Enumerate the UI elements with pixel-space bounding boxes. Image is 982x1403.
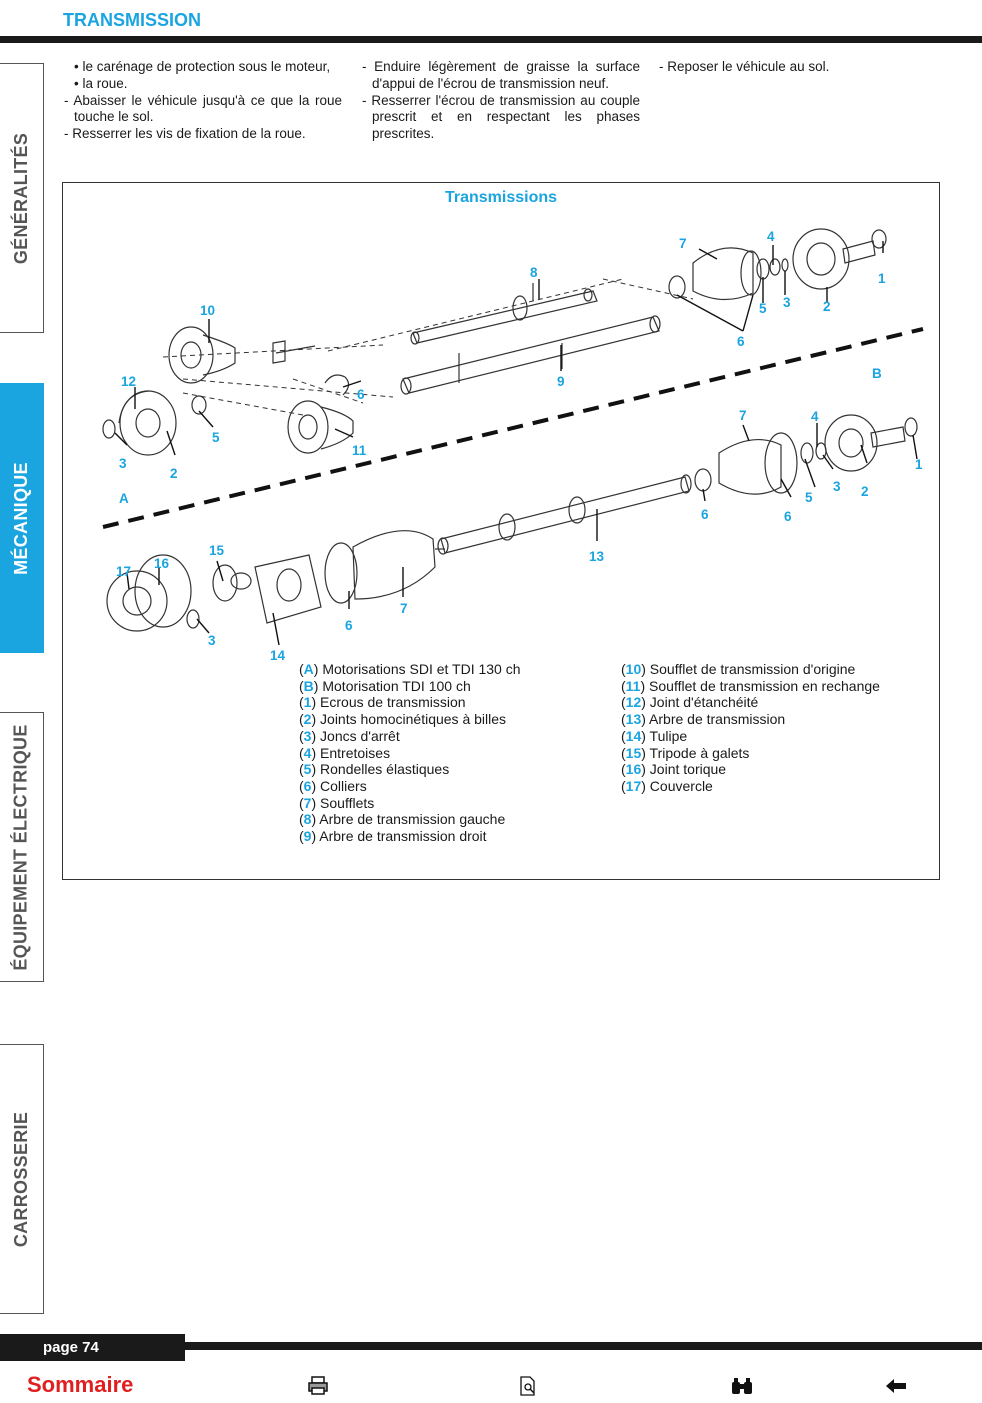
spring-washer-5 bbox=[191, 395, 207, 415]
text-column-3: - Reposer le véhicule au sol. bbox=[659, 59, 937, 76]
bolt bbox=[272, 340, 316, 364]
text-line: • le carénage de protection sous le mote… bbox=[74, 59, 331, 74]
cv-joint-10 bbox=[168, 326, 236, 384]
legend-item: (1) Ecrous de transmission bbox=[299, 694, 466, 711]
callout-2: 2 bbox=[823, 299, 831, 314]
callout-10: 10 bbox=[200, 303, 215, 318]
legend-item: (5) Rondelles élastiques bbox=[299, 761, 450, 778]
callout-6: 6 bbox=[701, 507, 709, 522]
side-tab-label: GÉNÉRALITÉS bbox=[11, 132, 32, 264]
text-column-1: • le carénage de protection sous le mote… bbox=[64, 59, 342, 143]
legend-right: (10) Soufflet de transmission d'origine … bbox=[621, 661, 880, 795]
snap-ring-3 bbox=[102, 419, 116, 439]
boot-11 bbox=[287, 400, 354, 454]
back-arrow-icon[interactable] bbox=[884, 1374, 908, 1398]
legend-item: (17) Couvercle bbox=[621, 777, 713, 794]
legend-item: (16) Joint torique bbox=[621, 761, 727, 778]
side-tab-carrosserie[interactable]: CARROSSERIE bbox=[0, 1044, 44, 1314]
callout-5: 5 bbox=[212, 430, 220, 445]
joint-assembly-top bbox=[668, 228, 887, 301]
legend-item: (11) Soufflet de transmission en rechang… bbox=[621, 677, 880, 694]
callout-5: 5 bbox=[805, 490, 813, 505]
figure-title: Transmissions bbox=[444, 189, 558, 206]
callout-2: 2 bbox=[170, 466, 178, 481]
legend-item: (7) Soufflets bbox=[299, 794, 375, 811]
printer-icon[interactable] bbox=[306, 1374, 330, 1398]
callout-8: 8 bbox=[530, 265, 538, 280]
callout-6: 6 bbox=[737, 334, 745, 349]
legend-item: (6) Colliers bbox=[299, 777, 367, 794]
legend-item: (9) Arbre de transmission droit bbox=[299, 828, 487, 845]
text-line: - Resserrer l'écrou de transmission au c… bbox=[362, 92, 640, 142]
callout-9: 9 bbox=[557, 374, 565, 389]
legend-item: (A) Motorisations SDI et TDI 130 ch bbox=[299, 661, 521, 677]
text-column-2: - Enduire légèrement de graisse la surfa… bbox=[362, 59, 640, 143]
page-search-icon[interactable] bbox=[516, 1374, 540, 1398]
callout-3: 3 bbox=[833, 479, 841, 494]
side-tab-label: CARROSSERIE bbox=[11, 1111, 32, 1247]
text-line: - Enduire légèrement de graisse la surfa… bbox=[362, 59, 640, 91]
callout-4: 4 bbox=[811, 409, 819, 424]
callout-3: 3 bbox=[783, 295, 791, 310]
callout-4: 4 bbox=[767, 229, 775, 244]
callout-6: 6 bbox=[357, 387, 365, 402]
callout-12: 12 bbox=[121, 374, 136, 389]
legend-item: (2) Joints homocinétiques à billes bbox=[299, 711, 507, 728]
clip-6 bbox=[324, 374, 350, 396]
legend-left: (A) Motorisations SDI et TDI 130 ch (B) … bbox=[299, 661, 521, 845]
callout-17: 17 bbox=[116, 564, 131, 579]
sommaire-link[interactable]: Sommaire bbox=[27, 1372, 134, 1397]
legend-item: (8) Arbre de transmission gauche bbox=[299, 811, 506, 828]
legend-item: (3) Joncs d'arrêt bbox=[299, 727, 400, 744]
tulip-boot-bottom-left bbox=[106, 530, 445, 632]
side-tab-label: ÉQUIPEMENT ÉLECTRIQUE bbox=[11, 723, 32, 971]
text-line: - Abaisser le véhicule jusqu'à ce que la… bbox=[64, 92, 342, 125]
section-title: TRANSMISSION bbox=[63, 10, 202, 30]
side-tab-equipement-electrique[interactable]: ÉQUIPEMENT ÉLECTRIQUE bbox=[0, 712, 44, 982]
footer-rule bbox=[185, 1342, 982, 1350]
callout-5: 5 bbox=[759, 301, 767, 316]
legend-item: (4) Entretoises bbox=[299, 744, 391, 761]
callout-11: 11 bbox=[352, 443, 367, 458]
callout-A: A bbox=[119, 491, 129, 506]
side-tab-generalites[interactable]: GÉNÉRALITÉS bbox=[0, 63, 44, 333]
legend-item: (15) Tripode à galets bbox=[621, 744, 750, 761]
callout-15: 15 bbox=[209, 543, 225, 558]
legend-item: (B) Motorisation TDI 100 ch bbox=[299, 677, 471, 694]
shaft-8 bbox=[410, 283, 598, 345]
binoculars-icon[interactable] bbox=[730, 1374, 754, 1398]
legend-item: (10) Soufflet de transmission d'origine bbox=[621, 661, 856, 677]
callout-7: 7 bbox=[679, 236, 687, 251]
callout-6: 6 bbox=[784, 509, 792, 524]
callout-16: 16 bbox=[154, 556, 170, 571]
divider-line bbox=[102, 327, 924, 529]
callout-6: 6 bbox=[345, 618, 353, 633]
callout-2: 2 bbox=[861, 484, 869, 499]
legend-item: (12) Joint d'étanchéité bbox=[621, 694, 759, 711]
figure-transmissions: Transmissions bbox=[62, 182, 940, 880]
text-line: - Reposer le véhicule au sol. bbox=[659, 59, 830, 74]
callout-1: 1 bbox=[915, 457, 923, 472]
shaft-9 bbox=[400, 315, 661, 395]
page-number: page 74 bbox=[0, 1334, 185, 1361]
callout-7: 7 bbox=[400, 601, 408, 616]
side-tab-label: MÉCANIQUE bbox=[11, 461, 31, 575]
shaft-13 bbox=[437, 474, 692, 555]
header-rule bbox=[0, 36, 982, 43]
callout-3: 3 bbox=[119, 456, 127, 471]
callout-B: B bbox=[872, 366, 882, 381]
joint-2-12 bbox=[118, 390, 177, 456]
legend-item: (14) Tulipe bbox=[621, 727, 688, 744]
callout-7: 7 bbox=[739, 408, 747, 423]
joint-assembly-bottom-right bbox=[694, 414, 918, 495]
side-tab-mecanique[interactable]: MÉCANIQUE bbox=[0, 383, 44, 653]
text-line: - Resserrer les vis de fixation de la ro… bbox=[64, 126, 306, 142]
legend-item: (13) Arbre de transmission bbox=[621, 711, 786, 728]
callout-13: 13 bbox=[589, 549, 605, 564]
callout-1: 1 bbox=[878, 271, 886, 286]
callout-14: 14 bbox=[270, 648, 286, 663]
callout-3: 3 bbox=[208, 633, 216, 648]
text-line: • la roue. bbox=[74, 75, 128, 91]
exploded-diagram: 1 2 3 5 4 7 6 8 9 10 12 3 2 5 6 11 A B 7… bbox=[102, 228, 924, 663]
